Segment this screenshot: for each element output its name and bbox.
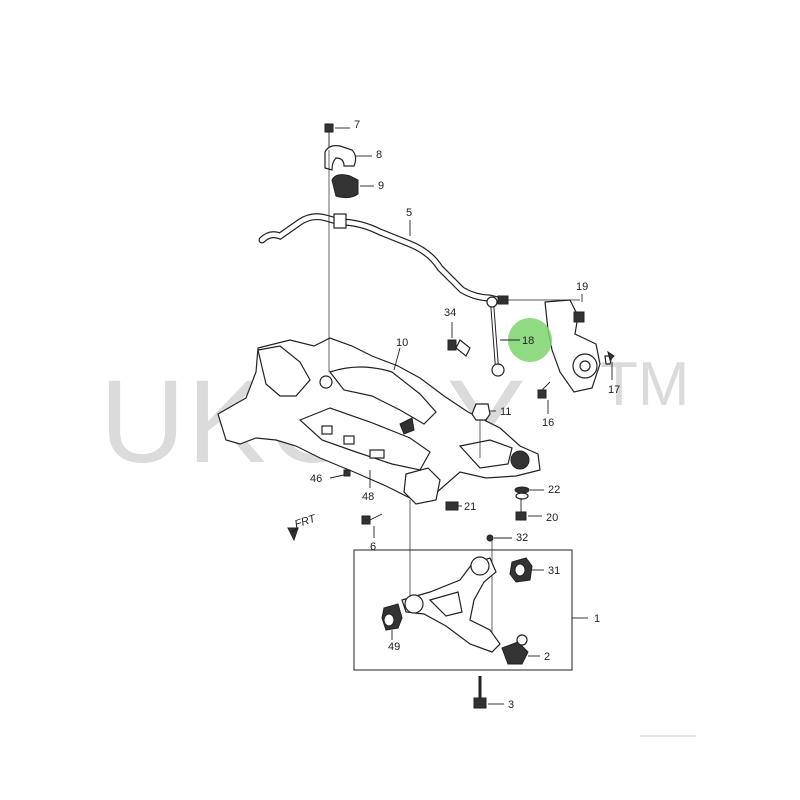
bushing-49 xyxy=(381,603,403,631)
bushing-31 xyxy=(509,557,533,583)
callout-8: 8 xyxy=(376,149,382,161)
callout-31: 31 xyxy=(548,565,560,577)
callout-49: 49 xyxy=(388,641,400,653)
front-direction-label: FRT xyxy=(293,512,318,530)
callout-2: 2 xyxy=(544,651,550,663)
ball-joint-2 xyxy=(501,634,529,665)
nut-21 xyxy=(445,501,459,511)
stabilizer-bar-5 xyxy=(258,213,502,304)
bolt-3 xyxy=(473,676,487,709)
callout-11: 11 xyxy=(500,406,511,418)
lower-control-arm-1 xyxy=(401,556,501,653)
callout-34: 34 xyxy=(444,307,456,319)
stabilizer-link-18 xyxy=(455,296,505,377)
stabilizer-bracket-8 xyxy=(324,145,357,171)
nut-11 xyxy=(471,403,491,421)
callout-10: 10 xyxy=(396,337,408,349)
callout-46: 46 xyxy=(310,473,322,485)
callout-21: 21 xyxy=(464,501,476,513)
callout-48: 48 xyxy=(362,491,374,503)
callout-5: 5 xyxy=(406,207,412,219)
front-direction-arrow xyxy=(287,527,299,542)
callout-16: 16 xyxy=(542,417,554,429)
callout-18: 18 xyxy=(522,335,534,347)
callout-3: 3 xyxy=(508,699,514,711)
callout-32: 32 xyxy=(516,532,528,544)
callout-7: 7 xyxy=(354,119,360,131)
callout-20: 20 xyxy=(546,512,558,524)
callout-19: 19 xyxy=(576,281,588,293)
bolt-6 xyxy=(361,513,383,525)
callout-17: 17 xyxy=(608,384,620,396)
nut-34 xyxy=(447,339,457,351)
callout-6: 6 xyxy=(370,541,376,553)
subframe-10 xyxy=(217,337,541,505)
washer-22 xyxy=(514,486,530,500)
bolt-20 xyxy=(515,498,527,521)
stabilizer-bushing-9 xyxy=(331,174,359,199)
lower-arm-frame xyxy=(353,549,573,671)
steering-knuckle xyxy=(544,299,613,393)
callout-22: 22 xyxy=(548,484,560,496)
bolt-46 xyxy=(343,469,351,477)
bolt-16 xyxy=(537,381,551,399)
pin-17 xyxy=(607,350,615,361)
callout-9: 9 xyxy=(378,180,384,192)
highlight-marker xyxy=(508,318,552,362)
callout-1: 1 xyxy=(594,613,600,625)
watermark-trademark: TM xyxy=(600,350,690,419)
bolt-32 xyxy=(486,534,494,542)
